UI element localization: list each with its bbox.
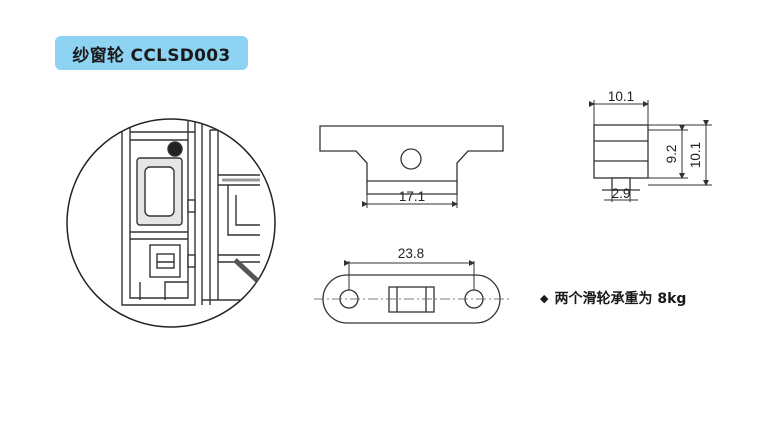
shaft-diameter-dimension: 2.9 bbox=[612, 186, 631, 201]
product-title: 纱窗轮 CCLSD003 bbox=[72, 45, 231, 66]
hole-spacing-dimension: 23.8 bbox=[398, 246, 424, 261]
title-badge: 纱窗轮 CCLSD003 bbox=[55, 36, 248, 70]
load-capacity-note: ◆ 两个滑轮承重为 8kg bbox=[540, 288, 686, 308]
side-width-dimension: 10.1 bbox=[608, 89, 634, 104]
side-view bbox=[589, 100, 712, 202]
front-view bbox=[319, 125, 504, 208]
diamond-bullet-icon: ◆ bbox=[540, 291, 549, 305]
inner-height-dimension: 9.2 bbox=[664, 145, 679, 164]
total-height-dimension: 10.1 bbox=[688, 142, 703, 168]
detail-circle-view bbox=[66, 118, 276, 328]
bottom-view bbox=[314, 260, 512, 324]
front-view-base-dimension: 17.1 bbox=[399, 189, 425, 204]
load-capacity-text: 两个滑轮承重为 8kg bbox=[554, 291, 687, 307]
